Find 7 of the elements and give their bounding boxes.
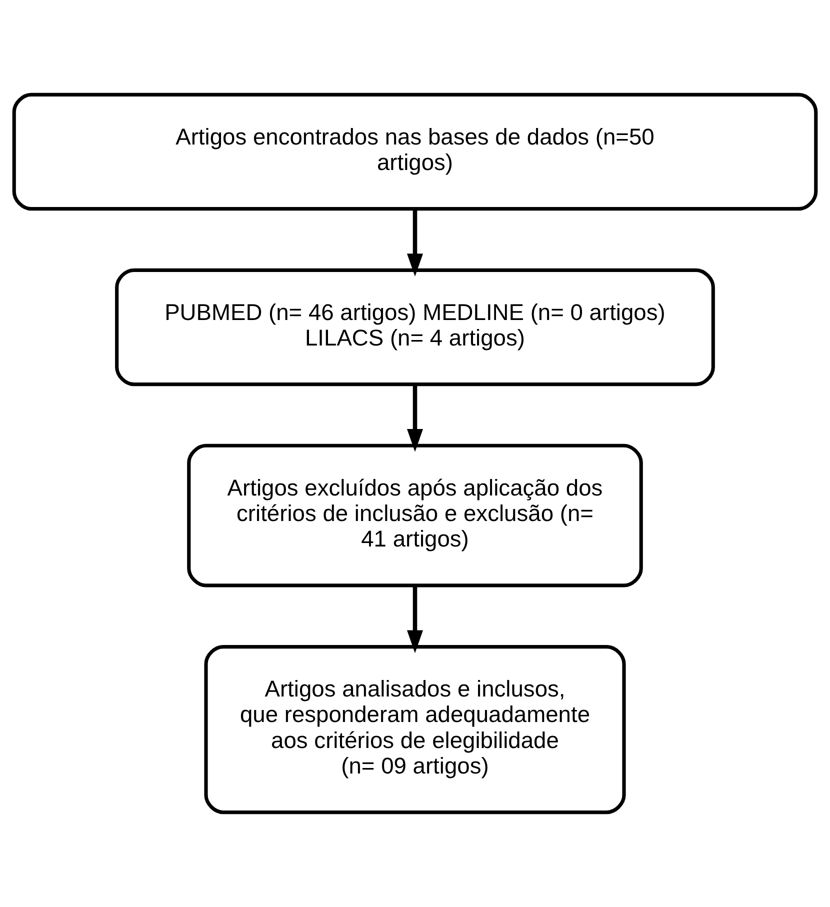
arrow <box>406 586 424 654</box>
arrow <box>406 209 424 277</box>
node-box: Artigos excluídos após aplicação dos critérios de inclusão e exclusão (n= 41 artigos) <box>187 444 643 588</box>
node-box: Artigos analisados e inclusos, que responderam adequadamente aos critérios de elegibilidade (n= 09 artigos) <box>204 645 626 814</box>
arrow <box>406 384 424 452</box>
node-box: PUBMED (n= 46 artigos) MEDLINE (n= 0 artigos) LILACS (n= 4 artigos) <box>115 268 715 386</box>
node-box: Artigos encontrados nas bases de dados (n=50 artigos) <box>12 92 818 211</box>
